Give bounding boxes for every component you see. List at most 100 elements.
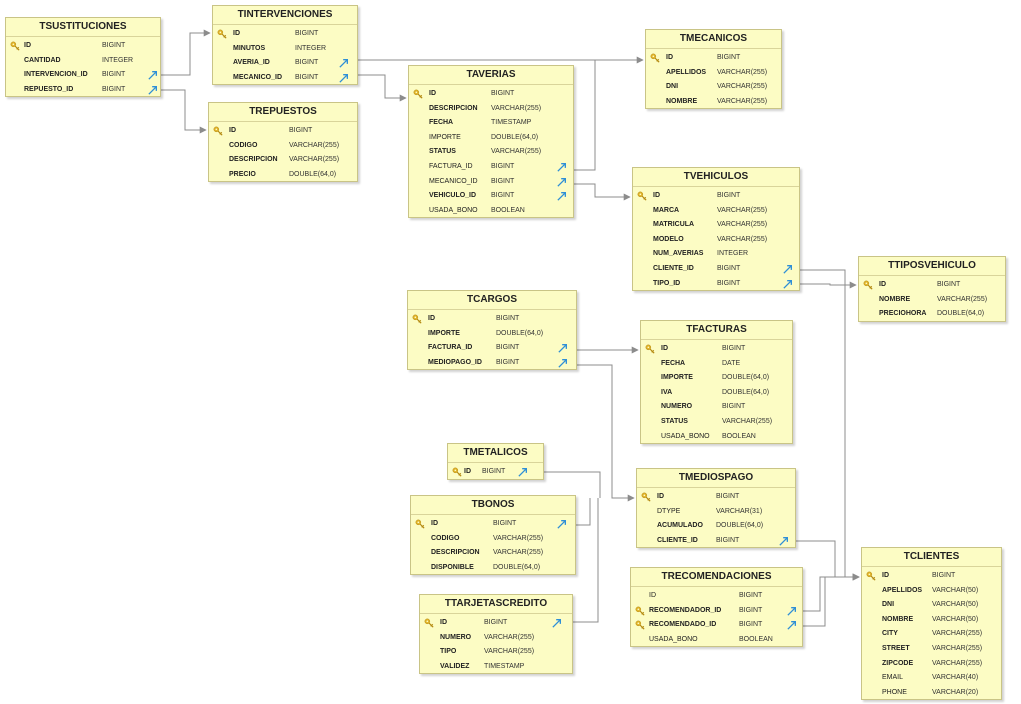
column-type: VARCHAR(255) bbox=[491, 104, 542, 112]
column-name: CLIENTE_ID bbox=[657, 536, 698, 544]
column-name: CLIENTE_ID bbox=[653, 264, 694, 272]
table-title: TBONOS bbox=[411, 496, 575, 515]
column-type: BIGINT bbox=[295, 30, 319, 37]
relationship-line-recomendador-cliente bbox=[803, 573, 860, 612]
key-icon bbox=[213, 126, 223, 136]
column-type: VARCHAR(255) bbox=[491, 148, 542, 156]
column-name: ID bbox=[464, 468, 471, 475]
column-type: BIGINT bbox=[722, 403, 746, 411]
column-name: ID bbox=[24, 42, 31, 49]
column-name: DESCRIPCION bbox=[229, 156, 278, 164]
foreign-key-arrow-icon bbox=[783, 279, 793, 289]
